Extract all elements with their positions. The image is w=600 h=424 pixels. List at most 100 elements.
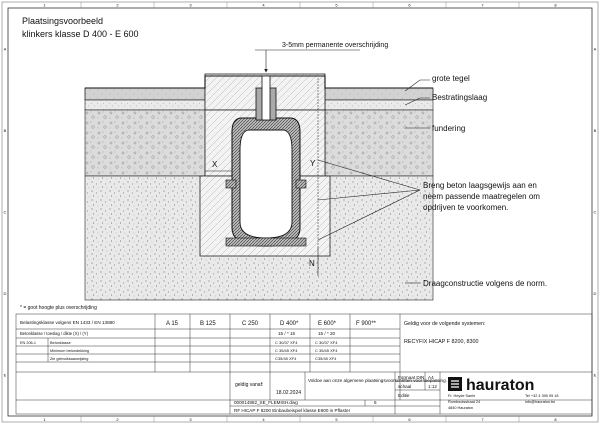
e600-cover: C 35/45 XF4	[315, 348, 338, 353]
grid-col-3-bottom: 3	[189, 417, 192, 422]
tile-layer-right	[324, 87, 434, 101]
grid-row-E-left: E	[4, 373, 7, 378]
d400-thickness: 15 / * 15	[278, 331, 296, 336]
leader-concrete-1	[317, 159, 421, 191]
file-name: 000014862_SE_FLEMISH.dwg	[234, 400, 298, 405]
slot-opening	[261, 75, 271, 121]
edition-label: Editie	[398, 393, 410, 398]
grid-col-5-top: 5	[335, 3, 338, 8]
grid-col-8-bottom: 8	[554, 417, 557, 422]
title-line-1: Plaatsingsvoorbeeld	[22, 16, 103, 26]
anchor-right	[295, 179, 307, 189]
scale-label: schaal	[398, 384, 411, 389]
valid-from-label: geldig vanaf:	[235, 382, 263, 388]
grid-col-6-top: 6	[408, 3, 411, 8]
dim-x-label: X	[212, 160, 218, 169]
foundation-right	[324, 109, 434, 177]
row-label-en206: EN 206-1	[20, 341, 36, 345]
title-block	[15, 313, 593, 415]
grid-row-C-left: C	[4, 210, 7, 215]
foundation-left	[84, 109, 206, 177]
valid-from: 18.02.2024	[276, 390, 301, 396]
company-address-2: Romboutsstraat 24	[448, 400, 480, 404]
tile-layer-left	[84, 87, 206, 101]
grid-row-B-right: B	[594, 128, 597, 133]
callout-base: Draagconstructie volgens de norm.	[423, 279, 547, 288]
footnote: * = goot hoogte plus overschrijding	[20, 305, 97, 311]
dim-n-label: N	[309, 259, 315, 268]
dim-y-label: Y	[310, 159, 316, 168]
grid-col-1-top: 1	[43, 3, 46, 8]
valid-systems-label: Geldig voor de volgende systemen:	[404, 321, 485, 327]
title-block-text: Belastingsklasse volgens EN 1433 / EN 13…	[20, 320, 558, 413]
cross-section: 3-5mm permanente overschrijding X Y N	[84, 42, 434, 301]
callout-concrete-3: opdrijven te voorkomen.	[423, 203, 508, 212]
grid-col-4-top: 4	[262, 3, 265, 8]
d400-manual: C35/45 XF4	[275, 356, 297, 361]
leader-tile	[404, 79, 430, 92]
callout-concrete-2: neem passende maatregelen om	[423, 192, 540, 201]
row-label-cover: Minimum betondekking	[50, 349, 89, 353]
grid-col-8-top: 8	[554, 3, 557, 8]
e600-manual: C35/45 XF4	[315, 356, 337, 361]
format-label: Formaat DIN	[398, 375, 424, 380]
leader-concrete-2	[317, 189, 421, 201]
class-d400: D 400*	[280, 321, 299, 327]
callout-paving: Bestratingslaag	[432, 93, 487, 102]
e600-concrete: C 30/37 XF4	[315, 340, 338, 345]
grid-col-2-top: 2	[116, 3, 119, 8]
class-c250: C 250	[242, 321, 259, 327]
bedding-layer-left	[84, 99, 206, 111]
class-b125: B 125	[200, 321, 216, 327]
dimension-label: 3-5mm permanente overschrijding	[282, 42, 388, 49]
d400-cover: C 35/45 XF4	[275, 348, 298, 353]
grid-row-A-left: A	[4, 46, 7, 51]
grid-row-E-right: E	[594, 373, 597, 378]
grid-col-5-bottom: 5	[335, 417, 338, 422]
grid-col-4-bottom: 4	[262, 417, 265, 422]
grid-col-7-bottom: 7	[481, 417, 484, 422]
hauraton-logo: hauraton	[448, 377, 534, 394]
grid-col-2-bottom: 2	[116, 417, 119, 422]
row-label-class: Belastingsklasse volgens EN 1433 / EN 13…	[20, 320, 115, 325]
row-label-manual: Zie gebruiksaanwijzing	[50, 357, 88, 361]
valid-system: RECYFIX HICAP F 8200, 8300	[404, 339, 479, 345]
grid-row-D-left: D	[4, 291, 7, 296]
drawing-title: RF HICAP F 8200 Einbaubeispiel klasse E6…	[234, 408, 351, 413]
scale-value: 1:12	[428, 384, 437, 389]
company-phone: Tel +32 4 395 95 18	[525, 394, 558, 398]
callout-tile: grote tegel	[432, 74, 470, 83]
anchor-left	[225, 179, 237, 189]
grid-col-7-top: 7	[481, 3, 484, 8]
grid-row-D-right: D	[594, 291, 597, 296]
class-f900: F 900**	[356, 321, 377, 327]
grid-col-6-bottom: 6	[408, 417, 411, 422]
format-value: A4	[428, 375, 434, 380]
row-label-concreteclass: Betonklasse	[50, 341, 71, 345]
company-address-3: 4840 Hauraton	[448, 406, 473, 410]
title-line-2: klinkers klasse D 400 - E 600	[22, 29, 139, 39]
installation-note: Voldoe aan onze algemene plaatsingsvoors…	[308, 378, 447, 383]
d400-concrete: C 30/37 XF4	[275, 340, 298, 345]
grid-col-3-top: 3	[189, 3, 192, 8]
class-a15: A 15	[166, 321, 179, 327]
sheet-number: 6	[374, 400, 377, 405]
channel-foot	[225, 237, 307, 247]
bedding-layer-right	[324, 99, 434, 111]
leader-concrete-3	[317, 189, 421, 241]
title-block-frame	[15, 313, 593, 415]
leader-paving	[404, 97, 430, 106]
company-email: info@hauraton.be	[525, 400, 555, 404]
grid-row-A-right: A	[594, 46, 597, 51]
company-address-1: Fr. Heyde Sanle	[448, 394, 475, 398]
e600-thickness: 15 / * 20	[318, 331, 336, 336]
callout-foundation: fundering	[432, 124, 465, 133]
class-e600: E 600*	[318, 321, 337, 327]
grid-col-1-bottom: 1	[43, 417, 46, 422]
channel-inner	[239, 129, 293, 239]
row-label-concrete: Betonklasse / toeslag / dikte (X) / (Y)	[20, 331, 89, 336]
callout-concrete-1: Breng beton laagsgewijs aan en	[423, 181, 537, 190]
